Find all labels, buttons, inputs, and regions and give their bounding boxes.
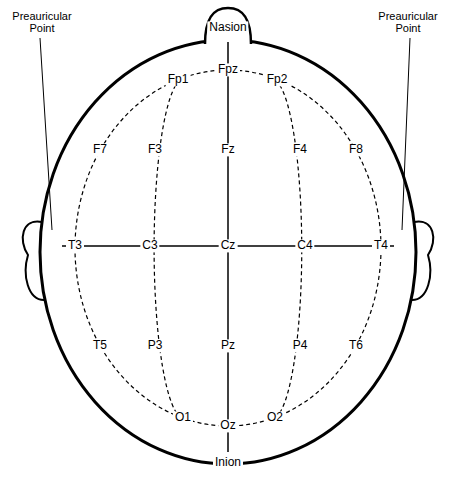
electrode-label: F7: [91, 143, 109, 156]
electrode-label: Oz: [218, 419, 237, 432]
electrode-label: Fp1: [166, 73, 191, 86]
electrode-label: Cz: [219, 239, 238, 252]
outer-dashed-ring: [75, 70, 381, 426]
electrode-label: F3: [146, 143, 164, 156]
electrode-label: O2: [265, 411, 285, 424]
leader-line: [40, 38, 52, 230]
right-ear: [412, 222, 433, 300]
electrode-label: F4: [291, 143, 309, 156]
electrode-label: Fp2: [265, 73, 290, 86]
left-ear: [23, 222, 44, 300]
electrode-label: P4: [291, 339, 310, 352]
electrode-label: Pz: [219, 339, 237, 352]
electrode-label: O1: [173, 411, 193, 424]
point-label: Preauricular Point: [5, 10, 79, 34]
point-label: Preauricular Point: [371, 10, 445, 34]
electrode-label: F8: [347, 143, 365, 156]
landmark-label: Nasion: [207, 21, 248, 34]
electrode-label: T6: [347, 339, 365, 352]
electrode-label: T5: [91, 339, 109, 352]
electrode-label: Fpz: [216, 63, 240, 76]
leader-line: [402, 38, 410, 230]
electrode-label: C4: [295, 239, 314, 252]
electrode-label: T4: [372, 239, 390, 252]
electrode-label: C3: [140, 239, 159, 252]
electrode-label: T3: [66, 239, 84, 252]
head-outline: [40, 40, 416, 464]
electrode-label: Fz: [219, 143, 236, 156]
landmark-label: Inion: [213, 456, 243, 469]
electrode-label: P3: [146, 339, 165, 352]
nose-outline: [205, 8, 251, 44]
